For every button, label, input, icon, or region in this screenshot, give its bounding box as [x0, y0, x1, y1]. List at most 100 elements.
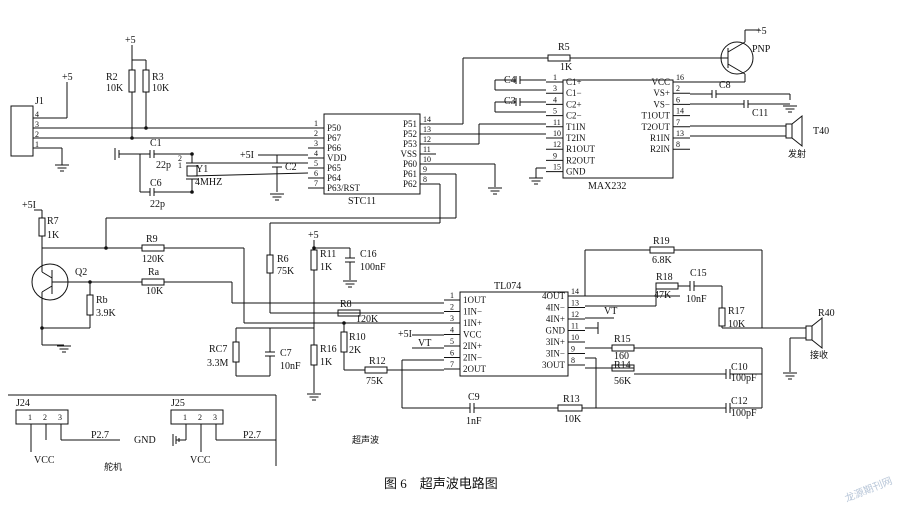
stc11-ref: STC11: [348, 196, 376, 207]
r15-value: 160: [614, 351, 629, 362]
y1-value: 4MHZ: [195, 177, 222, 188]
bias-network: R6 75K +5 R11 1K C16 100nF R8 120K: [266, 223, 444, 345]
j1-pin-2: 2: [35, 130, 39, 139]
tl074-pin-name-3out: 3OUT: [542, 360, 565, 370]
j24-vcc: VCC: [34, 455, 55, 466]
rb-value: 3.9K: [96, 308, 117, 319]
max232-pin-name-t1out: T1OUT: [642, 111, 671, 121]
max232-pin-number-5: 5: [553, 107, 557, 116]
r19-ref: R19: [653, 236, 670, 247]
stc11-pin-number-6: 6: [314, 169, 318, 178]
r5-ref: R5: [558, 42, 570, 53]
max232-pin-number-6: 6: [676, 95, 680, 104]
t40-ref: T40: [813, 126, 829, 137]
r2-ref: R2: [106, 72, 118, 83]
tl074-pin-number-4: 4: [450, 326, 454, 335]
j1-ref: J1: [35, 96, 44, 107]
r5-pnp: R5 1K +5 PNP: [547, 26, 771, 75]
stc11-pin-number-10: 10: [423, 155, 431, 164]
svg-text:3: 3: [213, 413, 217, 422]
max232-pin-name-r2in: R2IN: [650, 144, 671, 154]
stc11-pin-name-p50: P50: [327, 123, 342, 133]
r12-ref: R12: [369, 356, 386, 367]
tl074-pin-name-vcc: VCC: [463, 330, 482, 340]
stc11-pin-name-p64: P64: [327, 173, 342, 183]
tl074-pin-number-14: 14: [571, 287, 579, 296]
j25-ref: J25: [171, 398, 185, 409]
tl074-pin-name-4out: 4OUT: [542, 291, 565, 301]
stc11-pin-name-p60: P60: [403, 159, 418, 169]
max232-pin-name-vs+: VS+: [653, 88, 670, 98]
tl074-pin-name-2out: 2OUT: [463, 364, 486, 374]
r16-value: 1K: [320, 357, 333, 368]
max232-pin-number-1: 1: [553, 73, 557, 82]
c16-ref: C16: [360, 249, 377, 260]
max232-pin-name-r1out: R1OUT: [566, 144, 596, 154]
ra-ref: Ra: [148, 267, 160, 278]
stc11-pin-number-9: 9: [423, 165, 427, 174]
max232-pin-number-14: 14: [676, 107, 684, 116]
max232-pin-number-11: 11: [553, 118, 561, 127]
tl074-pin-number-5: 5: [450, 337, 454, 346]
svg-text:2: 2: [43, 413, 47, 422]
r3-value: 10K: [152, 83, 170, 94]
r5-value: 1K: [560, 62, 573, 73]
c4-ref: C4: [504, 75, 516, 86]
power-label-r11: +5: [308, 230, 319, 241]
j1-pin-3: 3: [35, 120, 39, 129]
j24-net: P2.7: [91, 430, 109, 441]
r6-value: 75K: [277, 266, 295, 277]
tl074-pin-number-10: 10: [571, 333, 579, 342]
max232-pin-number-9: 9: [553, 151, 557, 160]
r8-ref: R8: [340, 299, 352, 310]
power-label-top: +5: [125, 35, 136, 46]
c7-ref: C7: [280, 348, 292, 359]
r2-value: 10K: [106, 83, 124, 94]
max232-pin-name-t1in: T1IN: [566, 122, 586, 132]
stc11-pin-number-12: 12: [423, 135, 431, 144]
max232-pin-number-4: 4: [553, 95, 557, 104]
r16-ref: R16: [320, 344, 337, 355]
r9-value: 120K: [142, 254, 165, 265]
c7-value: 10nF: [280, 361, 301, 372]
j25-gnd: GND: [134, 435, 156, 446]
stc11-pin-name-p65: P65: [327, 163, 342, 173]
r10-value: 2K: [349, 345, 362, 356]
stc11-pin-number-5: 5: [314, 159, 318, 168]
servo-label: 舵机: [104, 461, 122, 473]
rc7-value: 3.3M: [207, 358, 229, 369]
c11-ref: C11: [752, 108, 768, 119]
j24-ref: J24: [16, 398, 30, 409]
j1-pin-4: 4: [35, 110, 39, 119]
r7-ref: R7: [47, 216, 59, 227]
stc11-pin-name-p62: P62: [403, 179, 417, 189]
stc11-pin-name-p66: P66: [327, 143, 342, 153]
c10-value: 100pF: [731, 373, 757, 384]
svg-text:1: 1: [183, 413, 187, 422]
max232-pin-name-c1+: C1+: [566, 77, 582, 87]
max232-pin-name-c1−: C1−: [566, 88, 582, 98]
tl074-pin-name-4in+: 4IN+: [546, 314, 565, 324]
c12-value: 100pF: [731, 408, 757, 419]
svg-text:2: 2: [198, 413, 202, 422]
j1-power-label: +5: [62, 72, 73, 83]
r8-value: 120K: [356, 314, 379, 325]
c2-ref: C2: [285, 162, 297, 173]
r7-value: 1K: [47, 230, 60, 241]
stc11-pin-name-p63/rst: P63/RST: [327, 183, 361, 193]
r17-value: 10K: [728, 319, 746, 330]
connector-j1: J1 4 3 2 1 +5: [10, 72, 308, 172]
figure-caption: 图 6 超声波电路图: [384, 476, 498, 491]
r13-value: 10K: [564, 414, 582, 425]
max232-pin-name-gnd: GND: [566, 167, 586, 177]
r14-value: 56K: [614, 376, 632, 387]
max232-pin-number-8: 8: [676, 140, 680, 149]
stc11-pin-number-14: 14: [423, 115, 431, 124]
svg-text:1: 1: [28, 413, 32, 422]
c8-ref: C8: [719, 80, 731, 91]
second-stage: RC7 3.3M C7 10nF R16 1K R10 2K R12 75K +…: [207, 321, 444, 408]
tl074-pin-name-3in+: 3IN+: [546, 337, 565, 347]
tl074-pin-name-2in+: 2IN+: [463, 341, 482, 351]
